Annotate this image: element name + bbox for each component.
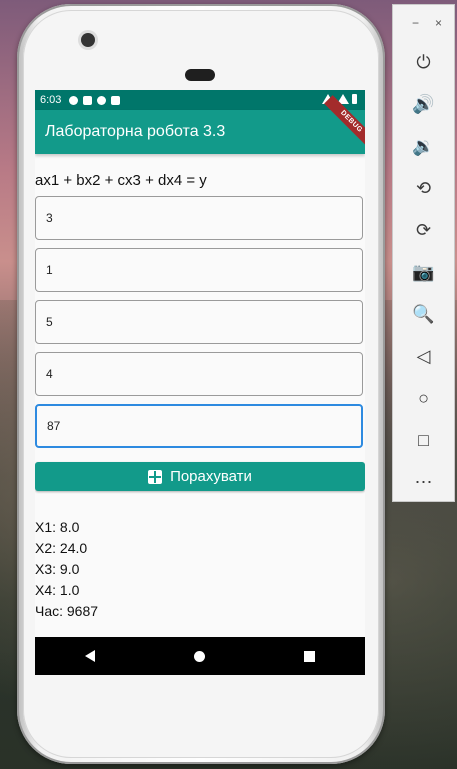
calculator-icon [148,469,163,484]
device-screen: 6:03 Лабораторна робота 3.3 DEBUG ax1 + … [35,90,365,675]
result-x1: X1: 8.0 [35,519,80,535]
nav-back-icon[interactable] [84,650,95,662]
earpiece-speaker [185,69,215,81]
volume-up-icon[interactable]: 🔊 [412,93,435,114]
app-title: Лабораторна робота 3.3 [45,123,226,140]
calculate-button[interactable]: Порахувати [35,462,365,491]
toolbar-window-controls: − × [393,5,454,41]
rotate-left-icon[interactable]: ⟲ [415,177,432,198]
coefficient-d-input[interactable] [35,352,363,396]
signal-icon [337,94,349,104]
front-camera [81,33,95,47]
screenshot-icon[interactable]: 📷 [412,261,435,282]
more-icon[interactable]: ⋯ [414,471,433,492]
system-nav-bar [35,637,365,675]
settings-status-icon [69,95,79,105]
calculate-button-label: Порахувати [170,468,252,485]
input-fields [35,196,365,448]
result-x4: X4: 1.0 [35,582,80,598]
result-x3: X3: 9.0 [35,561,80,577]
main-content: ax1 + bx2 + cx3 + dx4 = y Порахувати X1:… [35,154,365,622]
nav-home-icon[interactable] [193,650,205,662]
minimize-button[interactable]: − [411,16,419,30]
zoom-icon[interactable]: 🔍 [412,303,435,324]
results-list: X1: 8.0 X2: 24.0 X3: 9.0 X4: 1.0 Час: 96… [35,517,365,622]
back-icon[interactable]: ◁ [416,345,431,366]
equation-label: ax1 + bx2 + cx3 + dx4 = y [35,172,207,189]
rotate-right-icon[interactable]: ⟳ [415,219,432,240]
status-time: 6:03 [40,94,62,106]
result-x2: X2: 24.0 [35,540,88,556]
coefficient-c-input[interactable] [35,300,363,344]
coefficient-a-input[interactable] [35,196,363,240]
home-icon[interactable]: ○ [418,387,429,408]
volume-down-icon[interactable]: 🔉 [412,135,435,156]
result-time: Час: 9687 [35,603,99,619]
status-bar: 6:03 [35,90,365,110]
app-bar: Лабораторна робота 3.3 DEBUG [35,95,365,154]
power-icon[interactable]: ⏻ [416,51,431,72]
sd-card-status-icon [111,95,121,105]
close-button[interactable]: × [434,16,442,30]
battery-icon [352,94,357,104]
coefficient-b-input[interactable] [35,248,363,292]
emulator-toolbar: − × ⏻ 🔊 🔉 ⟲ ⟳ 📷 🔍 ◁ ○ □ ⋯ [392,4,455,502]
target-y-input[interactable] [35,404,363,448]
sync-status-icon [97,95,107,105]
overview-icon[interactable]: □ [418,429,429,450]
shield-status-icon [83,95,93,105]
nav-recents-icon[interactable] [304,650,316,662]
